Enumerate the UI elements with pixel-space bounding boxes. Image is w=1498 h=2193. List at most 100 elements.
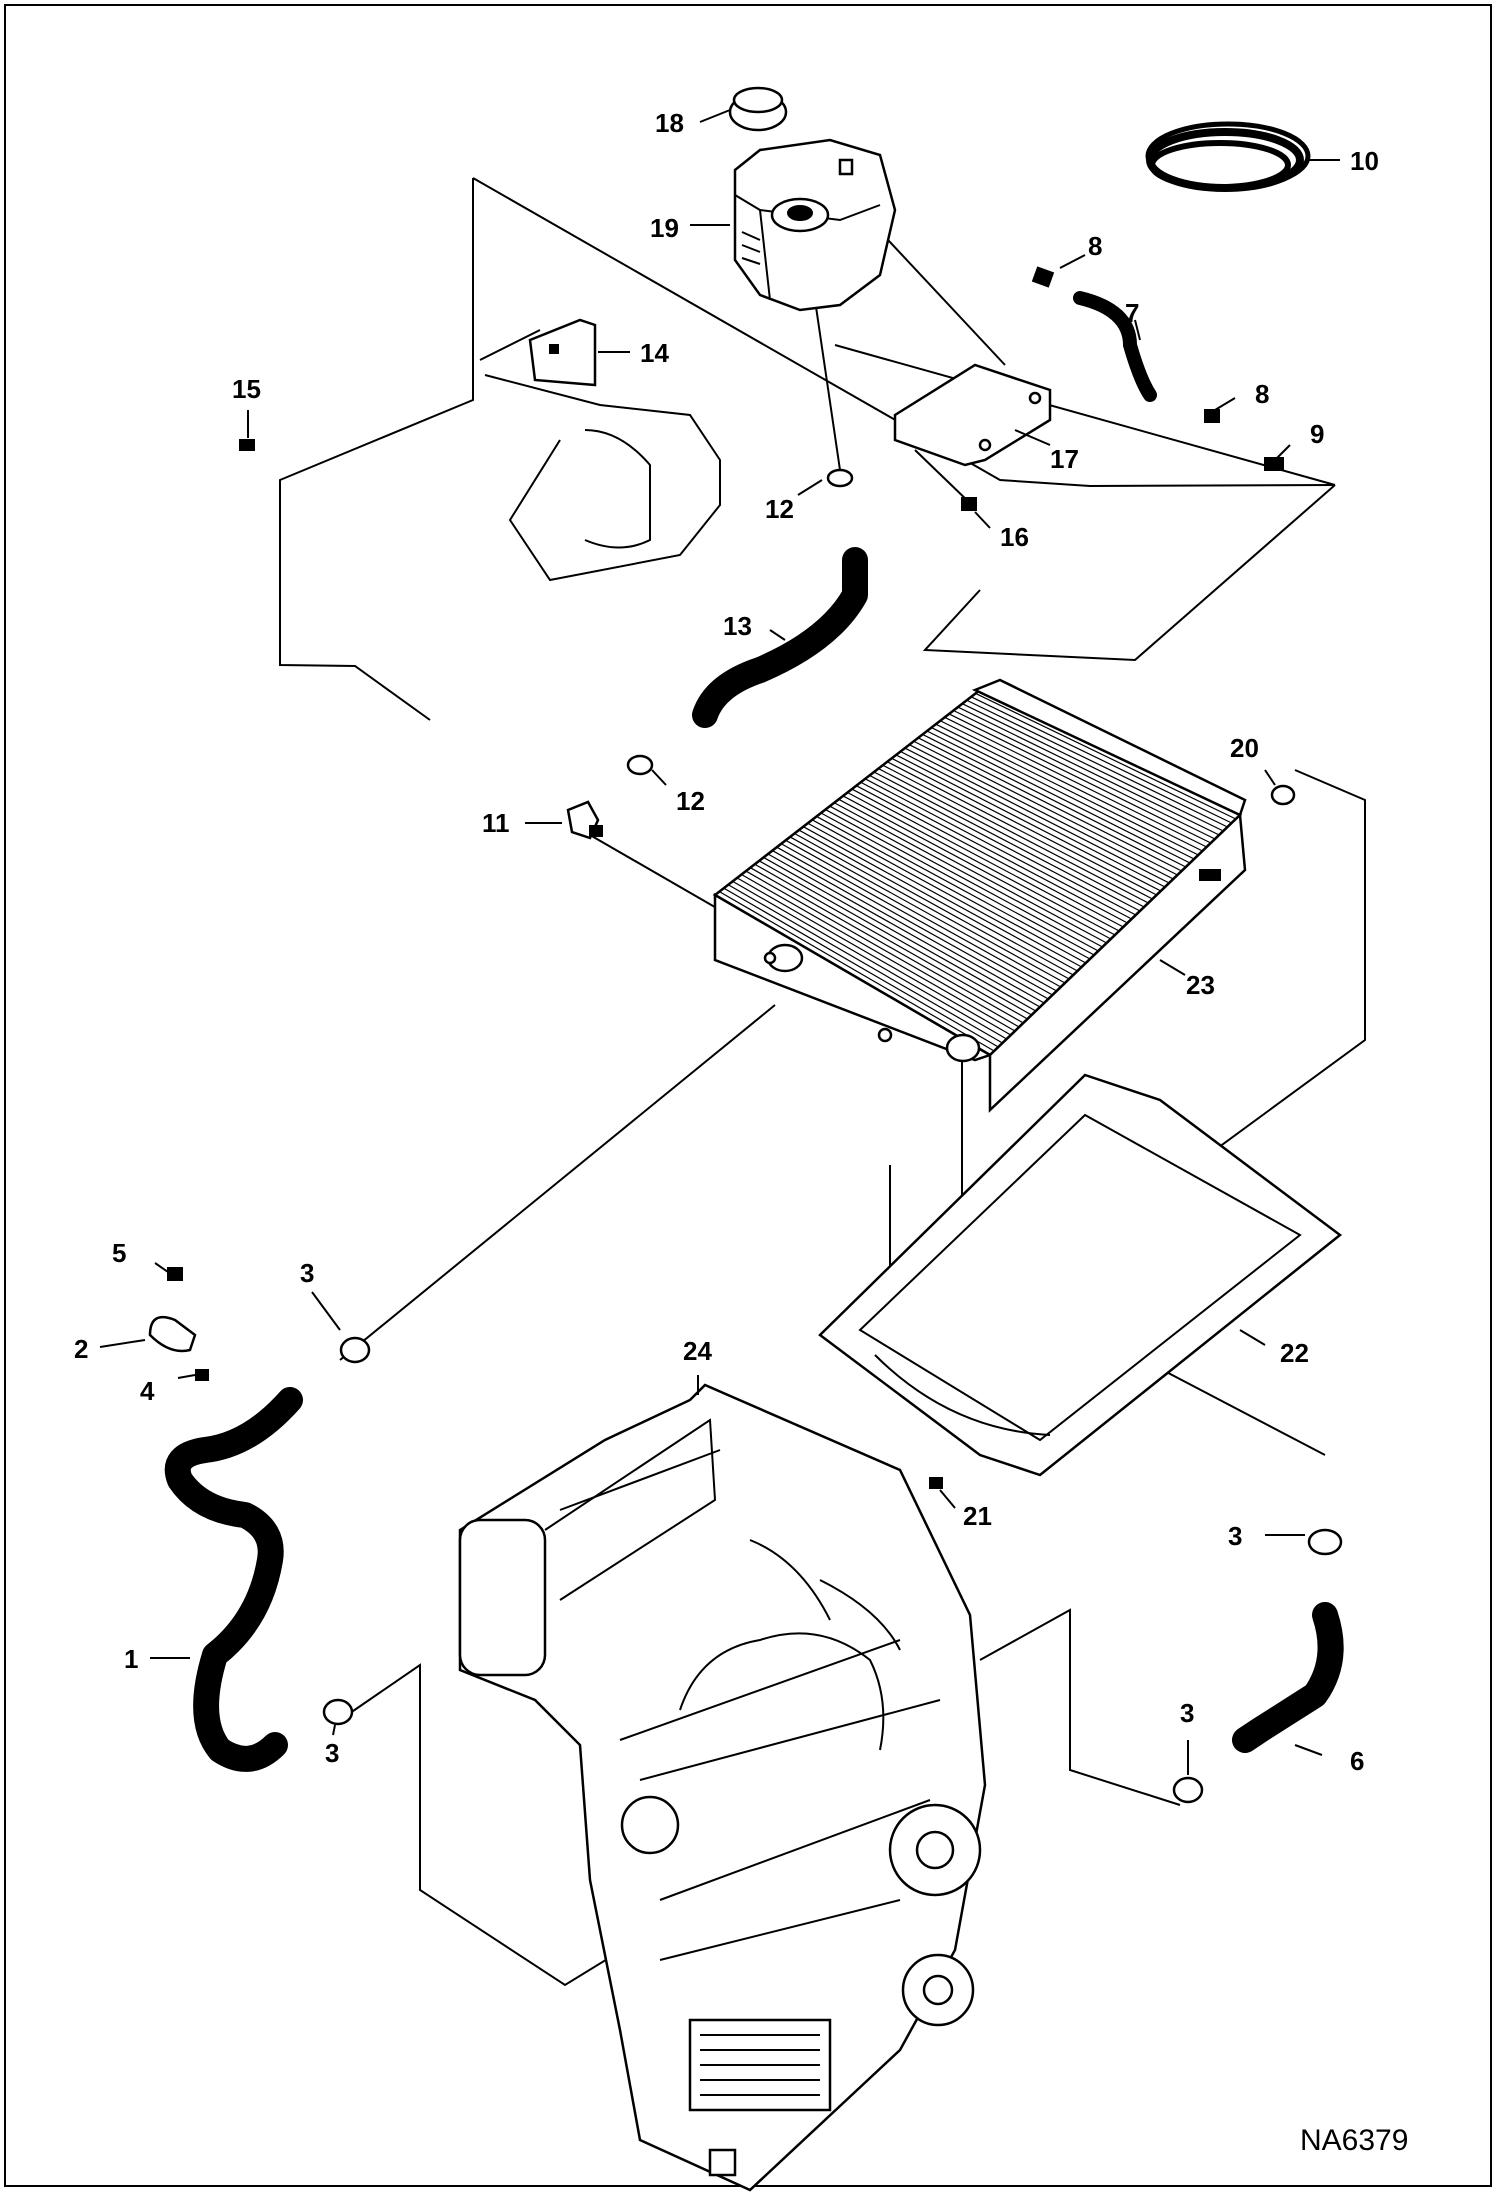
coolant-reservoir-part xyxy=(733,138,897,312)
callout-18: 18 xyxy=(655,108,684,138)
radiator-fin xyxy=(750,867,1024,1024)
callout-2: 2 xyxy=(74,1334,88,1364)
radiator-fin xyxy=(741,873,1016,1032)
radiator-fin xyxy=(966,699,1228,828)
radiator-fin xyxy=(882,764,1149,904)
radiator-fin xyxy=(935,723,1199,856)
radiator-fin xyxy=(776,846,1049,1000)
callout-10: 10 xyxy=(1350,146,1379,176)
screw-4-part xyxy=(195,1369,209,1381)
radiator-fin xyxy=(851,788,1120,932)
clamp-12-upper-part xyxy=(826,468,854,488)
bolt-21-part xyxy=(929,1477,943,1489)
radiator-fin xyxy=(886,761,1153,900)
radiator-fin xyxy=(895,754,1162,892)
callout-8-upper: 8 xyxy=(1088,231,1102,261)
hose-6-part xyxy=(1232,1602,1344,1753)
coiled-hose-part xyxy=(1145,121,1311,192)
radiator-fin xyxy=(975,692,1237,820)
radiator-fin xyxy=(873,771,1141,912)
radiator-fin xyxy=(785,839,1057,992)
radiator-fin xyxy=(970,696,1232,824)
overflow-hose-part xyxy=(1031,266,1284,471)
callout-5: 5 xyxy=(112,1238,126,1268)
radiator-fin xyxy=(780,843,1053,996)
hose-1-part xyxy=(164,1387,303,1772)
radiator-fin xyxy=(736,877,1012,1036)
radiator-fin xyxy=(833,802,1103,948)
callout-20: 20 xyxy=(1230,733,1259,763)
radiator-fin xyxy=(864,778,1132,920)
radiator-fin xyxy=(962,703,1224,832)
cap-part xyxy=(728,86,788,132)
radiator-fin xyxy=(758,860,1032,1016)
radiator-fin xyxy=(878,768,1145,908)
callout-12-upper: 12 xyxy=(765,494,794,524)
radiator-fin xyxy=(719,891,995,1052)
radiator-fin xyxy=(763,856,1037,1012)
radiator-fin xyxy=(789,836,1062,988)
callout-22: 22 xyxy=(1280,1338,1309,1368)
callout-23: 23 xyxy=(1186,970,1215,1000)
engine-part xyxy=(458,1383,987,2192)
radiator-fin xyxy=(904,747,1170,884)
callout-14: 14 xyxy=(640,338,669,368)
radiator-fin xyxy=(926,730,1191,864)
callout-3-lower-left: 3 xyxy=(325,1738,339,1768)
callout-6: 6 xyxy=(1350,1746,1364,1776)
radiator-fin xyxy=(917,737,1182,872)
radiator-fin xyxy=(820,812,1091,960)
radiator-part xyxy=(712,678,1247,1113)
radiator-fin xyxy=(869,774,1137,916)
radiator-fin xyxy=(772,850,1045,1004)
radiator-fin xyxy=(798,829,1070,980)
radiator-fin xyxy=(856,785,1124,928)
radiator-fin xyxy=(922,733,1187,868)
radiator-fin xyxy=(807,822,1078,972)
callout-11: 11 xyxy=(482,808,510,838)
clip-5-part xyxy=(167,1267,183,1281)
callout-17: 17 xyxy=(1050,444,1079,474)
radiator-fin xyxy=(794,832,1066,984)
radiator-fin xyxy=(727,884,1003,1044)
callout-12-lower: 12 xyxy=(676,786,705,816)
callout-21: 21 xyxy=(963,1501,992,1531)
radiator-fin xyxy=(767,853,1041,1008)
radiator-fin xyxy=(825,809,1095,956)
hose-clamps-3-part xyxy=(322,1336,1343,1804)
radiator-fin xyxy=(953,709,1216,840)
radiator-fin xyxy=(913,740,1178,876)
callout-4: 4 xyxy=(140,1376,155,1406)
radiator-fin xyxy=(754,863,1028,1020)
radiator-fin xyxy=(948,713,1212,844)
bolt-15-part xyxy=(239,439,255,451)
mounting-plate-part xyxy=(818,1073,1343,1477)
callout-3-upper-left: 3 xyxy=(300,1258,314,1288)
radiator-fin xyxy=(909,744,1174,880)
radiator-fin xyxy=(860,781,1128,924)
leader-lines xyxy=(99,109,1340,1775)
radiator-fin xyxy=(939,720,1203,852)
callout-9: 9 xyxy=(1310,419,1324,449)
callout-15: 15 xyxy=(232,374,261,404)
callout-7: 7 xyxy=(1125,298,1139,328)
radiator-fin xyxy=(891,757,1157,896)
radiator-fin xyxy=(944,716,1207,848)
radiator-fin xyxy=(829,805,1099,952)
bracket-14-part xyxy=(479,318,721,582)
radiator-fin xyxy=(745,870,1020,1028)
callout-3-lower-right: 3 xyxy=(1180,1698,1194,1728)
callout-13: 13 xyxy=(723,611,752,641)
callout-19: 19 xyxy=(650,213,679,243)
hose-13-part xyxy=(692,547,868,728)
callout-1: 1 xyxy=(124,1644,138,1674)
callout-labels: 18 19 10 8 7 8 9 14 15 17 16 12 13 12 11… xyxy=(74,108,1379,1776)
callout-24: 24 xyxy=(683,1336,712,1366)
callout-3-upper-right: 3 xyxy=(1228,1521,1242,1551)
bracket-17-part xyxy=(893,363,1052,467)
callout-8-lower: 8 xyxy=(1255,379,1269,409)
callout-16: 16 xyxy=(1000,522,1029,552)
radiator-fin xyxy=(931,727,1195,860)
radiator-fin xyxy=(732,880,1007,1040)
